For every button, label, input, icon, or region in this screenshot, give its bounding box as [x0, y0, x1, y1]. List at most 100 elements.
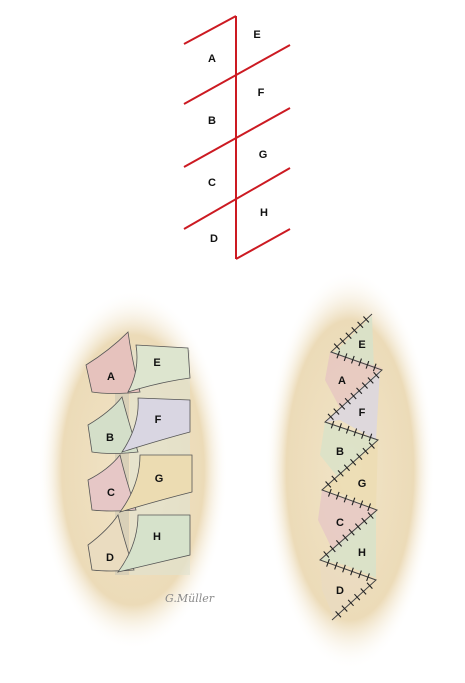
suture-stitch	[327, 488, 332, 497]
suture-stitch	[361, 382, 369, 389]
label-e: E	[358, 339, 365, 351]
suture-stitch	[354, 593, 361, 601]
artist-signature: G.Müller	[165, 592, 215, 605]
suture-stitch	[326, 558, 330, 567]
limb-cd	[183, 167, 291, 230]
label-f: F	[155, 414, 162, 426]
bottom-limb	[235, 228, 291, 260]
suture-stitch	[331, 475, 338, 483]
label-h: H	[358, 547, 366, 559]
incision-diagram: A B C D E F G H	[183, 15, 291, 260]
label-g: G	[155, 473, 164, 485]
suture-stitch	[372, 363, 377, 372]
label-e: E	[153, 357, 160, 369]
label-b: B	[208, 115, 216, 127]
suture-stitch	[335, 610, 342, 618]
label-g: G	[358, 478, 367, 490]
flap-h	[117, 514, 191, 573]
suture-stitch	[367, 512, 374, 519]
suture-stitch	[351, 497, 356, 506]
suture-stitch	[373, 371, 380, 379]
suture-stitch	[333, 343, 340, 350]
suture-stitch	[345, 425, 350, 434]
flap-f	[121, 397, 191, 453]
suture-stitch	[360, 588, 367, 595]
suture-stitch	[335, 491, 340, 500]
suture-line	[319, 313, 383, 621]
suture-stitch	[329, 545, 336, 553]
suture-stitch	[330, 420, 335, 429]
suture-stitch	[339, 337, 346, 345]
label-a: A	[107, 371, 115, 383]
suture-stitch	[342, 534, 349, 542]
suture-stitch	[327, 413, 334, 421]
label-h: H	[260, 207, 268, 219]
suture-stitch	[351, 355, 355, 364]
suture-stitch	[361, 430, 365, 439]
suture-stitch	[350, 458, 357, 466]
limb-ab	[183, 44, 291, 105]
suture-stitch	[334, 561, 338, 570]
label-c: C	[336, 517, 344, 529]
limb-a	[183, 15, 237, 45]
label-g: G	[259, 149, 268, 161]
label-b: B	[106, 432, 114, 444]
suture-stitch	[343, 464, 350, 472]
label-d: D	[210, 233, 218, 245]
label-f: F	[258, 87, 265, 99]
suture-stitch	[338, 423, 342, 432]
label-d: D	[106, 552, 114, 564]
flap-a	[85, 331, 141, 394]
suture-stitch	[336, 350, 341, 359]
zone-c	[318, 490, 376, 555]
sutured-result-illustration: E A F B G C H D	[265, 270, 435, 670]
incision-lines	[183, 15, 291, 260]
label-c: C	[107, 487, 115, 499]
suture-stitch	[367, 377, 374, 384]
suture-stitch	[351, 326, 358, 334]
suture-stitch	[368, 442, 375, 449]
suture-stitch	[335, 539, 343, 547]
suture-stitch	[353, 428, 358, 437]
suture-stitch	[333, 408, 340, 415]
suture-stitch	[363, 316, 370, 323]
suture-stitch	[361, 517, 368, 525]
flap-g	[118, 454, 193, 513]
flap-transposition-illustration: A B C D E F G H G.Müller	[38, 290, 228, 650]
label-b: B	[336, 446, 344, 458]
suture-stitch	[338, 403, 346, 410]
suture-stitch	[358, 570, 362, 579]
label-c: C	[208, 177, 216, 189]
suture-stitch	[341, 605, 348, 612]
suture-stitch	[343, 494, 348, 503]
suture-stitch	[356, 387, 363, 395]
suture-stitch	[365, 360, 370, 369]
suture-stitch	[354, 523, 362, 531]
suture-stitch	[342, 564, 346, 573]
suture-stitch	[325, 481, 332, 488]
label-h: H	[153, 531, 161, 543]
suture-stitch	[362, 447, 369, 455]
suture-stitch	[350, 567, 354, 576]
suture-stitch	[356, 453, 363, 461]
zone-a	[325, 352, 382, 408]
suture-stitch	[358, 358, 362, 367]
suture-stitch	[359, 500, 364, 509]
zone-b	[320, 422, 378, 480]
suture-stitch	[344, 397, 351, 405]
flap-b	[87, 396, 139, 454]
suture-stitch	[347, 599, 354, 607]
label-a: A	[338, 375, 346, 387]
suture-stitch	[323, 551, 330, 558]
suture-stitches	[323, 316, 380, 618]
suture-stitch	[366, 573, 370, 582]
zone-h	[320, 512, 376, 578]
zone-g	[322, 440, 378, 510]
limb-bc	[183, 107, 291, 168]
suture-stitch	[366, 582, 373, 590]
flap-e	[127, 344, 191, 393]
suture-stitch	[337, 469, 344, 477]
suture-stitch	[343, 353, 348, 362]
label-d: D	[336, 585, 344, 597]
